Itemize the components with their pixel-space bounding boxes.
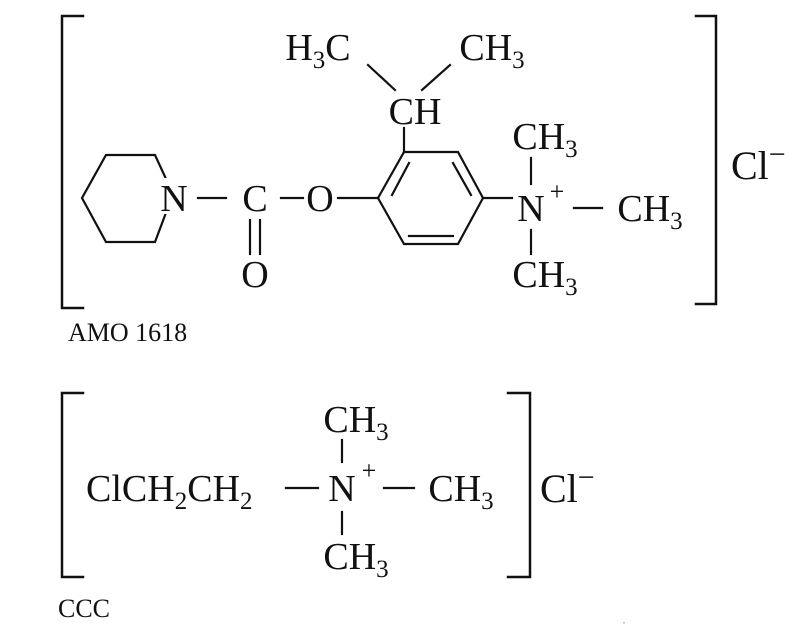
amo1618-structure: N C O O CH H3C CH3 N + CH3 CH3 xyxy=(60,14,786,347)
amo-left-bracket xyxy=(60,14,85,310)
methyl-right: CH3 xyxy=(617,188,682,235)
ccc-right-bracket xyxy=(506,391,532,579)
amo-counter-ion: Cl− xyxy=(731,138,786,188)
benzene-inner-bond-2 xyxy=(451,161,473,197)
benzene-ring xyxy=(376,150,485,246)
ccc-ammonium-charge: + xyxy=(362,456,377,485)
ammonium-n-atom: N xyxy=(517,188,544,230)
carbonyl-c-atom: C xyxy=(242,178,267,220)
ccc-methyl-bottom: CH3 xyxy=(323,536,388,583)
ccc-structure: ClCH2CH2 N + CH3 CH3 CH3 Cl− CCC xyxy=(58,391,595,623)
ester-o-atom: O xyxy=(306,178,333,220)
bond-ch-right-methyl xyxy=(420,63,452,92)
ccc-methyl-top: CH3 xyxy=(323,399,388,446)
piperidine-n-mask xyxy=(160,178,190,214)
piperidine-n-atom: N xyxy=(160,178,187,220)
ccc-left-bracket xyxy=(60,391,85,579)
amo1618-label: AMO 1618 xyxy=(68,318,187,347)
scan-speck xyxy=(623,622,625,624)
ccc-ammonium-n: N xyxy=(328,468,355,510)
ccc-methyl-right: CH3 xyxy=(428,468,493,515)
methyl-top: CH3 xyxy=(512,116,577,163)
ccc-label: CCC xyxy=(58,594,110,623)
carbonyl-o-atom: O xyxy=(241,254,268,296)
ammonium-charge: + xyxy=(550,177,565,206)
bond-ch-left-methyl xyxy=(366,63,397,92)
ccc-chain: ClCH2CH2 xyxy=(86,468,253,515)
piperidine-ring xyxy=(80,153,175,244)
isopropyl-right-methyl: CH3 xyxy=(459,27,524,74)
amo-right-bracket xyxy=(694,14,718,306)
benzene-inner-bond-1 xyxy=(390,161,411,197)
isopropyl-left-methyl: H3C xyxy=(285,27,350,74)
ccc-counter-ion: Cl− xyxy=(540,461,595,511)
isopropyl-ch: CH xyxy=(389,91,442,133)
methyl-bottom: CH3 xyxy=(512,254,577,301)
